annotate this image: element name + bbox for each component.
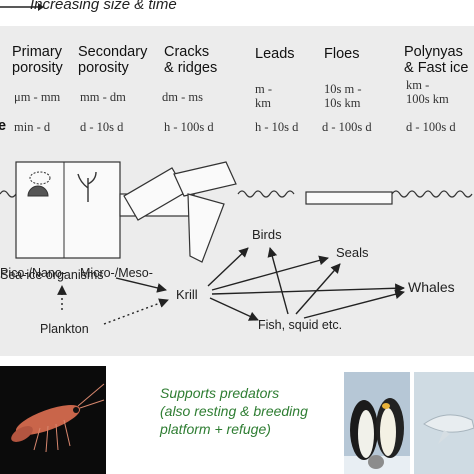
column-name-2: & Fast ice — [404, 60, 469, 76]
right-arrow-icon — [0, 3, 44, 11]
arrow-fish-whales — [303, 289, 405, 319]
column-header-cracks: Cracks & ridges — [164, 44, 217, 76]
arrow-krill-birds — [207, 247, 249, 287]
whale-fin — [438, 430, 450, 444]
label-seals: Seals — [336, 245, 369, 260]
column-name: Polynyas — [404, 44, 463, 60]
size-leads: m - km — [255, 82, 272, 110]
column-header-leads: Leads — [255, 46, 295, 62]
top-header: Increasing size & time — [0, 0, 177, 13]
size-polynyas: km - 100s km — [406, 78, 449, 106]
penguin-chick — [368, 455, 384, 469]
caption-line-2: (also resting & breeding — [160, 403, 308, 419]
column-name: Primary — [12, 44, 62, 60]
time-leads: h - 10s d — [255, 120, 299, 134]
size-leads-2: km — [255, 96, 271, 110]
column-name: Cracks — [164, 44, 210, 60]
krill-legs — [33, 419, 71, 453]
time-polynyas: d - 100s d — [406, 120, 456, 134]
header-title: Increasing size & time — [30, 0, 177, 13]
column-header-floes: Floes — [324, 46, 359, 62]
label-birds: Birds — [252, 227, 282, 242]
column-name: Leads — [255, 46, 295, 62]
sea-surface-wave-middle — [237, 190, 295, 198]
ice-food-web-diagram — [0, 161, 473, 325]
penguin-image — [344, 398, 410, 474]
penguin-belly — [358, 410, 374, 458]
floe-slab-4 — [187, 193, 225, 263]
arrow-fish-birds — [267, 247, 289, 315]
column-name: Floes — [324, 46, 360, 62]
column-header-polynyas: Polynyas & Fast ice — [404, 44, 468, 76]
label-fish: Fish, squid etc. — [258, 318, 343, 332]
organism-cluster — [27, 185, 49, 197]
krill-image — [11, 383, 105, 453]
size-floes-1: 10s m - — [324, 82, 362, 96]
size-primary: μm - mm — [14, 90, 61, 104]
time-floes: d - 100s d — [322, 120, 372, 134]
krill-antenna — [77, 383, 105, 407]
label-krill: Krill — [176, 287, 198, 302]
size-polynyas-2: 100s km — [406, 92, 449, 106]
caption-line-3: platform + refuge) — [160, 421, 271, 437]
column-name-2: & ridges — [164, 60, 218, 76]
column-name-2: porosity — [78, 60, 129, 76]
label-pico-nano: Pico-/Nano- — [0, 266, 66, 280]
size-floes: 10s m - 10s km — [324, 82, 362, 110]
whale-body — [423, 414, 474, 433]
penguin-cheek — [382, 403, 390, 409]
column-name-2: porosity — [12, 60, 63, 76]
size-leads-1: m - — [255, 82, 273, 96]
column-header-primary: Primary porosity — [12, 44, 63, 76]
column-header-secondary: Secondary porosity — [78, 44, 147, 76]
krill-antenna — [79, 399, 105, 409]
floe-slab-3 — [173, 161, 237, 197]
ice-block — [15, 161, 121, 259]
size-floes-2: 10s km — [324, 96, 361, 110]
whale-image — [423, 414, 474, 444]
arrow-fish-seals — [295, 263, 341, 315]
size-polynyas-1: km - — [406, 78, 430, 92]
time-primary: min - d — [14, 120, 51, 134]
time-secondary: d - 10s d — [80, 120, 124, 134]
arrow-organisms-krill — [115, 277, 167, 293]
row-marker: e — [0, 118, 7, 134]
flat-floe — [305, 191, 393, 205]
label-micro-meso: Micro-/Meso- — [80, 266, 153, 280]
arrow-krill-whales — [211, 283, 405, 295]
whale-photo — [414, 372, 474, 474]
krill-tail — [11, 426, 33, 442]
sea-surface-wave-left — [0, 190, 17, 198]
caption: Supports predators (also resting & breed… — [160, 384, 340, 438]
label-whales: Whales — [408, 279, 455, 295]
sea-surface-wave-right — [391, 190, 473, 198]
diatom-plant-icon — [77, 171, 97, 202]
label-plankton: Plankton — [40, 322, 89, 336]
size-cracks: dm - ms — [162, 90, 203, 104]
krill-photo — [0, 366, 106, 474]
time-cracks: h - 100s d — [164, 120, 214, 134]
size-secondary: mm - dm — [80, 90, 126, 104]
diagram-panel: Primary porosity Secondary porosity Crac… — [0, 26, 474, 356]
column-name: Secondary — [78, 44, 148, 60]
penguin-belly — [380, 408, 396, 456]
arrow-krill-fish — [209, 297, 259, 321]
arrow-krill-seals — [211, 255, 329, 291]
caption-line-1: Supports predators — [160, 385, 280, 401]
label-sea-ice-organisms: Sea-ice organisms — [0, 268, 104, 282]
krill-eye — [73, 407, 79, 413]
arrow-plankton-krill — [103, 298, 169, 325]
penguin-photo — [344, 372, 410, 474]
brine-pocket — [29, 171, 51, 185]
